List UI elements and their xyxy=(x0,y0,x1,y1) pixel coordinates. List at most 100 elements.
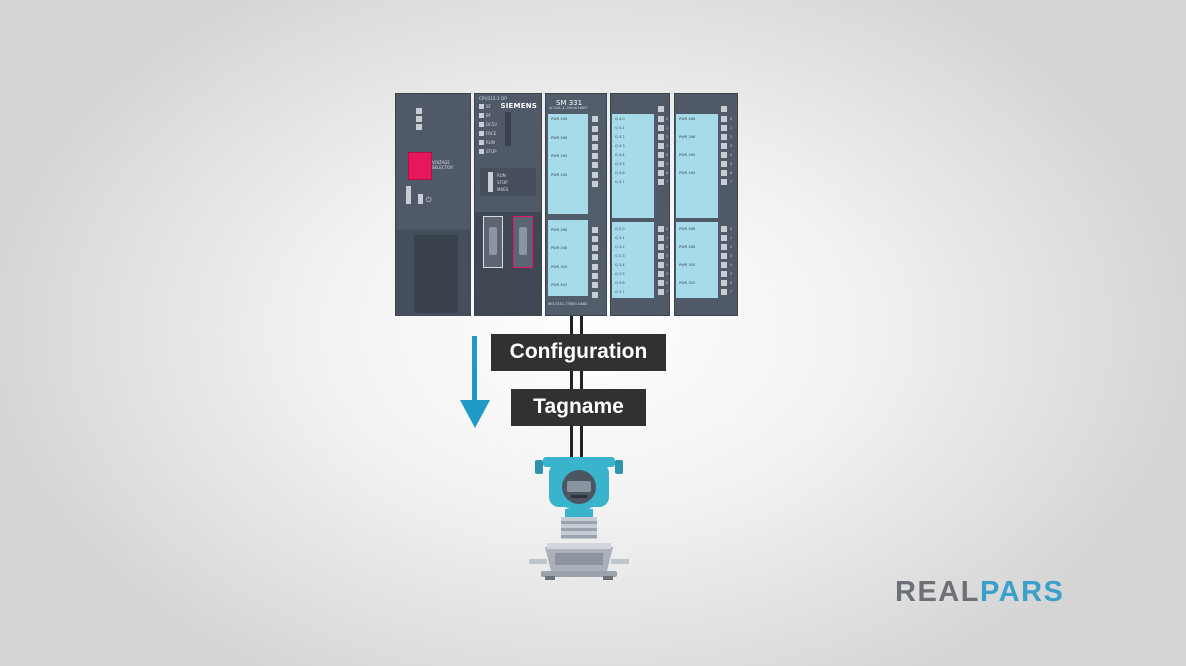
sm-label-panel xyxy=(548,114,588,214)
dio1-label-panel xyxy=(612,222,654,298)
terminal xyxy=(658,116,664,122)
sm-channel-strip: PWR 266 xyxy=(548,227,588,233)
psu-led xyxy=(416,124,422,130)
dio1-strip: Q 5.3 xyxy=(612,253,654,259)
terminal xyxy=(592,172,598,178)
sm-order-number: 6ES7331-7TB00-0AB0 xyxy=(548,302,588,306)
terminal-number: 3 xyxy=(730,254,733,258)
terminal xyxy=(592,181,598,187)
sm-channel-strip: PWR 265 xyxy=(548,153,588,159)
terminal xyxy=(658,125,664,131)
terminal-number: 6 xyxy=(666,171,669,175)
dio1-strip: Q 4.5 xyxy=(612,161,654,167)
terminal-number: 3 xyxy=(666,144,669,148)
dio2-strip: PWR 266 xyxy=(676,116,718,122)
terminal-number: 1 xyxy=(730,236,733,240)
power-supply-module: VOLTAGE SELECTOR ⏻ xyxy=(395,93,471,316)
terminal-number: 7 xyxy=(730,180,733,184)
dio1-led xyxy=(658,106,664,112)
dio1-strip: Q 4.6 xyxy=(612,170,654,176)
dio2-strip: PWR 266 xyxy=(676,226,718,232)
terminal-number: 6 xyxy=(666,281,669,285)
memory-card-slot xyxy=(505,112,511,146)
terminal-number: 5 xyxy=(666,272,669,276)
terminal xyxy=(658,143,664,149)
terminal-number: 1 xyxy=(666,126,669,130)
digital-io-module-2: PWR 266 PWR 266 PWR 265 PWR 264 PWR 266 … xyxy=(674,93,738,316)
terminal xyxy=(592,227,598,233)
terminal xyxy=(592,236,598,242)
realpars-logo[interactable]: REALPARS xyxy=(895,577,1064,607)
terminal xyxy=(658,271,664,277)
terminal xyxy=(658,170,664,176)
sm-title: SM 331 xyxy=(556,99,583,107)
dio1-strip: Q 5.1 xyxy=(612,235,654,241)
terminal xyxy=(721,152,727,158)
mpi-port xyxy=(483,216,503,268)
terminal-number: 7 xyxy=(666,180,669,184)
dio1-strip: Q 5.6 xyxy=(612,280,654,286)
terminal xyxy=(592,282,598,288)
terminal-number: 7 xyxy=(666,290,669,294)
terminal-number: 6 xyxy=(730,171,733,175)
voltage-selector-label: VOLTAGE SELECTOR xyxy=(432,160,453,170)
dio2-label-panel xyxy=(676,222,718,298)
sm331-analog-module: SM 331 AI 2x0..4..20mA HART PWR 264 PWR … xyxy=(545,93,607,316)
terminal xyxy=(721,280,727,286)
terminal xyxy=(658,226,664,232)
terminal-number: 4 xyxy=(730,263,733,267)
terminal-number: 0 xyxy=(730,227,733,231)
power-icon: ⏻ xyxy=(426,196,432,204)
dio2-strip: PWR 264 xyxy=(676,170,718,176)
sm-channel-strip: PWR 402 xyxy=(548,282,588,288)
psu-vent xyxy=(414,235,458,313)
dio1-strip: Q 4.2 xyxy=(612,134,654,140)
terminal xyxy=(658,179,664,185)
plc-rack: VOLTAGE SELECTOR ⏻ CPU315-2 DP SIEMENS S… xyxy=(395,93,738,316)
terminal xyxy=(592,162,598,168)
terminal-number: 2 xyxy=(666,135,669,139)
dio2-strip: PWR 268 xyxy=(676,244,718,250)
terminal xyxy=(592,153,598,159)
terminal-number: 2 xyxy=(730,245,733,249)
terminal xyxy=(592,116,598,122)
down-arrow-icon xyxy=(460,400,490,428)
terminal xyxy=(658,262,664,268)
terminal xyxy=(592,245,598,251)
psu-switch xyxy=(418,194,423,204)
profibus-dp-port xyxy=(513,216,533,268)
psu-switch xyxy=(406,186,411,204)
cpu-led-label: STOP xyxy=(486,149,497,154)
terminal-number: 4 xyxy=(666,153,669,157)
terminal xyxy=(721,179,727,185)
terminal xyxy=(721,170,727,176)
dio1-strip: Q 4.4 xyxy=(612,152,654,158)
terminal-number: 6 xyxy=(730,281,733,285)
sm-channel-strip: PWR 268 xyxy=(548,245,588,251)
cpu-led xyxy=(479,140,484,145)
terminal xyxy=(721,235,727,241)
terminal xyxy=(592,126,598,132)
psu-led xyxy=(416,108,422,114)
terminal xyxy=(658,289,664,295)
terminal xyxy=(592,254,598,260)
configuration-label: Configuration xyxy=(491,334,666,371)
cpu-led xyxy=(479,104,484,109)
siemens-brand: SIEMENS xyxy=(500,102,537,110)
cpu-led-label: DC5V xyxy=(486,122,498,127)
digital-output-module-1: Q 4.0 Q 4.1 Q 4.2 Q 4.3 Q 4.4 Q 4.5 Q 4.… xyxy=(610,93,670,316)
cpu-module: CPU315-2 DP SIEMENS SF BF DC5V FRCE RUN … xyxy=(474,93,542,316)
terminal-number: 0 xyxy=(730,117,733,121)
terminal xyxy=(592,273,598,279)
terminal xyxy=(721,116,727,122)
terminal-number: 2 xyxy=(666,245,669,249)
terminal-number: 4 xyxy=(730,153,733,157)
terminal xyxy=(721,271,727,277)
terminal xyxy=(592,264,598,270)
terminal xyxy=(721,161,727,167)
terminal-number: 5 xyxy=(730,162,733,166)
terminal xyxy=(592,135,598,141)
terminal-number: 7 xyxy=(730,290,733,294)
dio2-strip: PWR 300 xyxy=(676,262,718,268)
mode-key-switch xyxy=(488,172,493,192)
